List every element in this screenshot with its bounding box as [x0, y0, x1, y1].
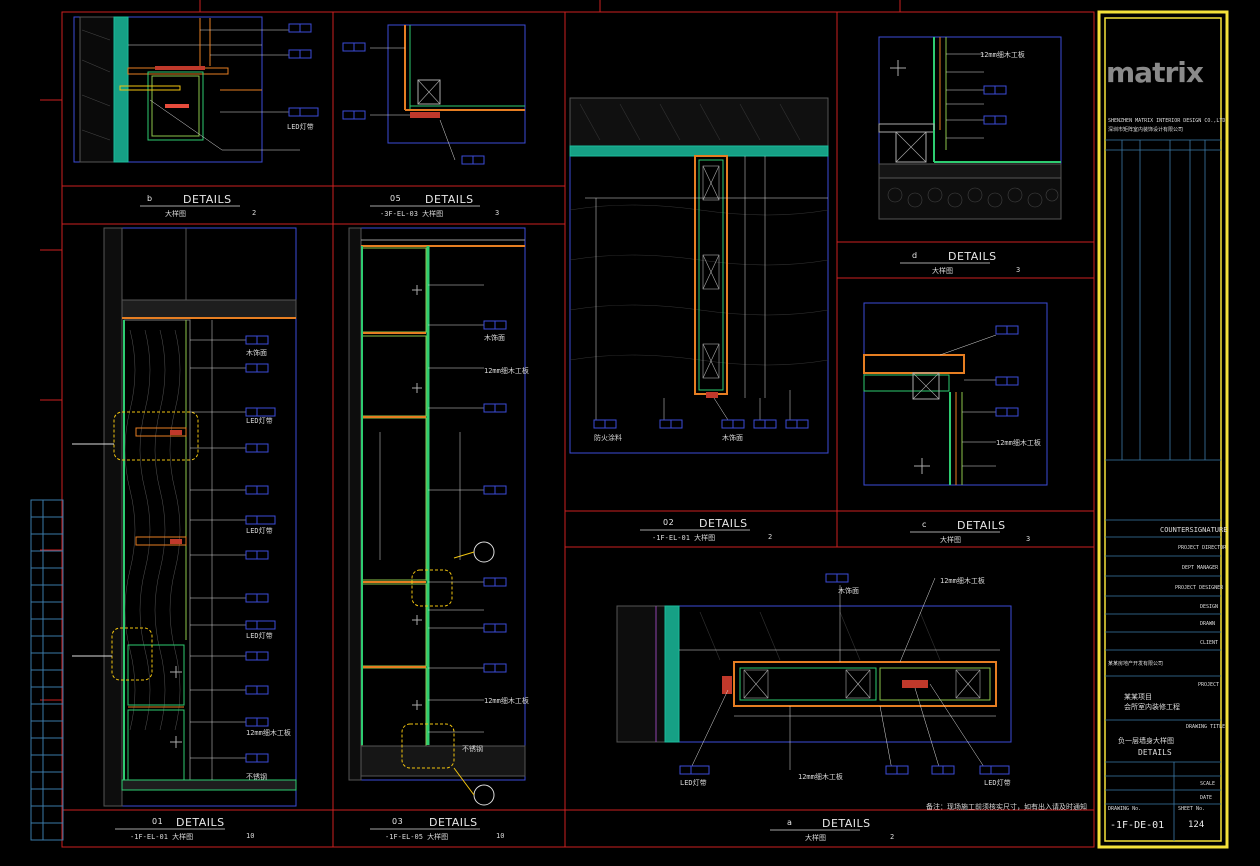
- annotation-board-a2: 12mm细木工板: [798, 773, 843, 781]
- title-underlines: [115, 205, 1000, 831]
- tb-role-project-director: PROJECT DIRECTOR: [1178, 545, 1227, 551]
- tb-company-cn: 深圳市矩阵室内装饰设计有限公司: [1108, 127, 1184, 133]
- panel-a-scale: 2: [890, 833, 895, 841]
- tb-drawing-title-label: DRAWING TITLE: [1186, 724, 1226, 730]
- tb-client-label: CLIENT: [1200, 640, 1219, 646]
- panel-02-letter: 02: [663, 518, 675, 527]
- detail-b-drawing: [73, 16, 319, 163]
- panel-03-ref: -1F-EL-05 大样图: [385, 833, 449, 841]
- panel-grid: [62, 12, 1094, 847]
- panel-d-ref: 大样图: [932, 267, 953, 275]
- tb-company-en: SHENZHEN MATRIX INTERIOR DESIGN CO.,LTD: [1108, 118, 1226, 124]
- annotation-led-b: LED灯带: [287, 123, 314, 131]
- panel-05-scale: 3: [495, 209, 500, 217]
- panel-a-ref: 大样图: [805, 834, 826, 842]
- annotation-board-03: 12mm细木工板: [484, 367, 529, 375]
- panel-02-scale: 2: [768, 533, 773, 541]
- panel-03-letter: 03: [392, 817, 404, 826]
- detail-a-drawing: [616, 573, 1012, 775]
- panel-03-title: DETAILS: [429, 816, 478, 829]
- annotation-led-a: LED灯带: [680, 779, 707, 787]
- detail-05-drawing: [342, 24, 526, 165]
- panel-c-title: DETAILS: [957, 519, 1006, 532]
- company-logo: matrix: [1106, 56, 1204, 89]
- annotation-board-01: 12mm细木工板: [246, 729, 291, 737]
- annotation-wood-03: 木饰面: [484, 334, 505, 342]
- annotation-board-c: 12mm细木工板: [996, 439, 1041, 447]
- panel-d-letter: d: [912, 251, 918, 260]
- annotation-wood-01: 木饰面: [246, 349, 267, 357]
- tb-scale-label: SCALE: [1200, 781, 1216, 787]
- tb-role-dept-manager: DEPT MANAGER: [1182, 565, 1219, 571]
- detail-03-drawing: [348, 227, 526, 806]
- tb-role-drawn: DRAWN: [1200, 621, 1216, 627]
- annotation-led-01c: LED灯带: [246, 632, 273, 640]
- annotation-board-a: 12mm细木工板: [940, 577, 985, 585]
- tb-role-project-designer: PROJECT DESIGNER: [1175, 585, 1224, 591]
- panel-02-ref: -1F-EL-01 大样图: [652, 534, 716, 542]
- revision-table: [30, 499, 64, 841]
- panel-01-title: DETAILS: [176, 816, 225, 829]
- annotation-steel-03: 不锈钢: [462, 745, 483, 753]
- tb-project-line1: 某某项目: [1124, 693, 1152, 701]
- panel-05-ref: -3F-EL-03 大样图: [380, 210, 444, 218]
- sheet-ticks: [40, 0, 901, 701]
- panel-c-letter: c: [922, 520, 927, 529]
- title-block-frame: [1097, 10, 1229, 849]
- tb-drawing-title-en: DETAILS: [1138, 748, 1172, 757]
- panel-a-letter: a: [787, 818, 793, 827]
- detail-c-drawing: [863, 302, 1048, 486]
- tb-client: 某某房地产开发有限公司: [1108, 661, 1164, 667]
- detail-01-drawing: [72, 227, 297, 807]
- panel-a-title: DETAILS: [822, 817, 871, 830]
- annotation-board-d: 12mm细木工板: [980, 51, 1025, 59]
- panel-b-letter: b: [147, 194, 153, 203]
- tb-countersignature: COUNTERSIGNATURE: [1160, 526, 1228, 534]
- tb-date-label: DATE: [1200, 795, 1213, 801]
- annotation-led-a2: LED灯带: [984, 779, 1011, 787]
- tb-drawing-title-cn: 负一层墙身大样图: [1118, 737, 1174, 745]
- tb-project-label: PROJECT: [1198, 682, 1220, 688]
- panel-d-scale: 3: [1016, 266, 1021, 274]
- annotation-board-03b: 12mm细木工板: [484, 697, 529, 705]
- tb-drawing-no-label: DRAWING No.: [1108, 806, 1142, 812]
- annotation-led-01a: LED灯带: [246, 417, 273, 425]
- tb-project-line2: 会所室内装修工程: [1124, 703, 1180, 711]
- annotation-wood-a: 木饰面: [838, 587, 859, 595]
- detail-d-drawing: [878, 36, 1062, 220]
- panel-05-letter: 05: [390, 194, 402, 203]
- detail-02-drawing: [569, 97, 829, 454]
- tb-sheet-no: 124: [1188, 820, 1205, 830]
- panel-01-letter: 01: [152, 817, 164, 826]
- panel-02-title: DETAILS: [699, 517, 748, 530]
- panel-01-scale: 10: [246, 832, 255, 840]
- panel-01-ref: -1F-EL-01 大样图: [130, 833, 194, 841]
- panel-05-title: DETAILS: [425, 193, 474, 206]
- panel-d-title: DETAILS: [948, 250, 997, 263]
- annotation-led-01b: LED灯带: [246, 527, 273, 535]
- annotation-paint-02: 防火涂料: [594, 434, 622, 442]
- annotation-wood-02: 木饰面: [722, 434, 743, 442]
- annotation-note-a: 备注：现场施工前须核实尺寸，如有出入请及时通知: [926, 803, 1087, 811]
- sheet-border: [61, 11, 1095, 848]
- annotation-steel-01: 不锈钢: [246, 773, 267, 781]
- panel-b-ref: 大样图: [165, 210, 186, 218]
- panel-c-ref: 大样图: [940, 536, 961, 544]
- tb-drawing-no: -1F-DE-01: [1110, 820, 1165, 831]
- panel-b-scale: 2: [252, 209, 257, 217]
- panel-c-scale: 3: [1026, 535, 1031, 543]
- panel-b-title: DETAILS: [183, 193, 232, 206]
- tb-role-design: DESIGN: [1200, 604, 1219, 610]
- tb-sheet-no-label: SHEET No.: [1178, 806, 1206, 812]
- panel-03-scale: 10: [496, 832, 505, 840]
